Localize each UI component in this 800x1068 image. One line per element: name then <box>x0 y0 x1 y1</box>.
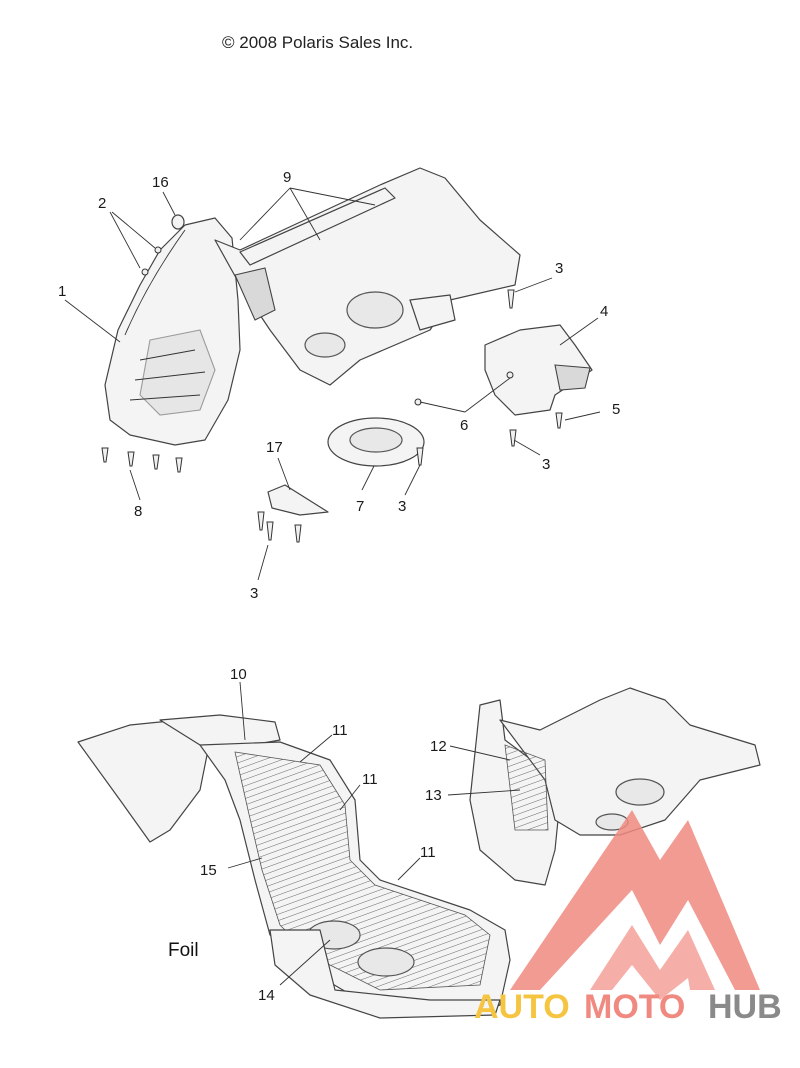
foil-label: Foil <box>168 940 199 961</box>
callout-8: 8 <box>134 503 142 520</box>
callout-3-top-right: 3 <box>555 260 563 277</box>
part-16-grommet <box>171 214 185 230</box>
part-17-bracket <box>267 484 329 516</box>
callout-7: 7 <box>356 498 364 515</box>
callout-11-bottom: 11 <box>420 844 436 861</box>
watermark-moto: MOTO <box>584 988 685 1026</box>
fasteners <box>101 246 563 543</box>
callout-3-mid-right: 3 <box>542 456 550 473</box>
foil-side-assembly <box>469 687 761 886</box>
callout-15: 15 <box>200 862 217 879</box>
callout-9: 9 <box>283 169 291 186</box>
copyright-text: © 2008 Polaris Sales Inc. <box>222 33 414 52</box>
part-4-panel <box>484 324 593 416</box>
callout-14: 14 <box>258 987 275 1004</box>
part-1-side-panel <box>104 217 241 446</box>
callout-5: 5 <box>612 401 620 418</box>
callout-17: 17 <box>266 439 283 456</box>
callout-3-bottom: 3 <box>250 585 258 602</box>
callout-11-top: 11 <box>332 722 348 739</box>
foil-assembly <box>77 714 511 1019</box>
callout-3-center: 3 <box>398 498 406 515</box>
part-7-ring <box>327 417 425 467</box>
watermark-hub: HUB <box>708 988 782 1026</box>
callout-16: 16 <box>152 174 169 191</box>
watermark-logo-icon <box>510 810 760 1000</box>
callout-13: 13 <box>425 787 442 804</box>
callout-2: 2 <box>98 195 106 212</box>
watermark-auto: AUTO <box>474 988 570 1026</box>
callout-4: 4 <box>600 303 608 320</box>
watermark-text: AUTO MOTO HUB <box>474 988 782 1026</box>
callout-1: 1 <box>58 283 66 300</box>
leader-lines-top <box>64 187 601 581</box>
callout-12: 12 <box>430 738 447 755</box>
callout-11-mid: 11 <box>362 771 378 788</box>
leader-lines-bottom <box>227 681 521 986</box>
callout-6: 6 <box>460 417 468 434</box>
callout-10: 10 <box>230 666 247 683</box>
part-9-floor-pan <box>214 167 521 386</box>
